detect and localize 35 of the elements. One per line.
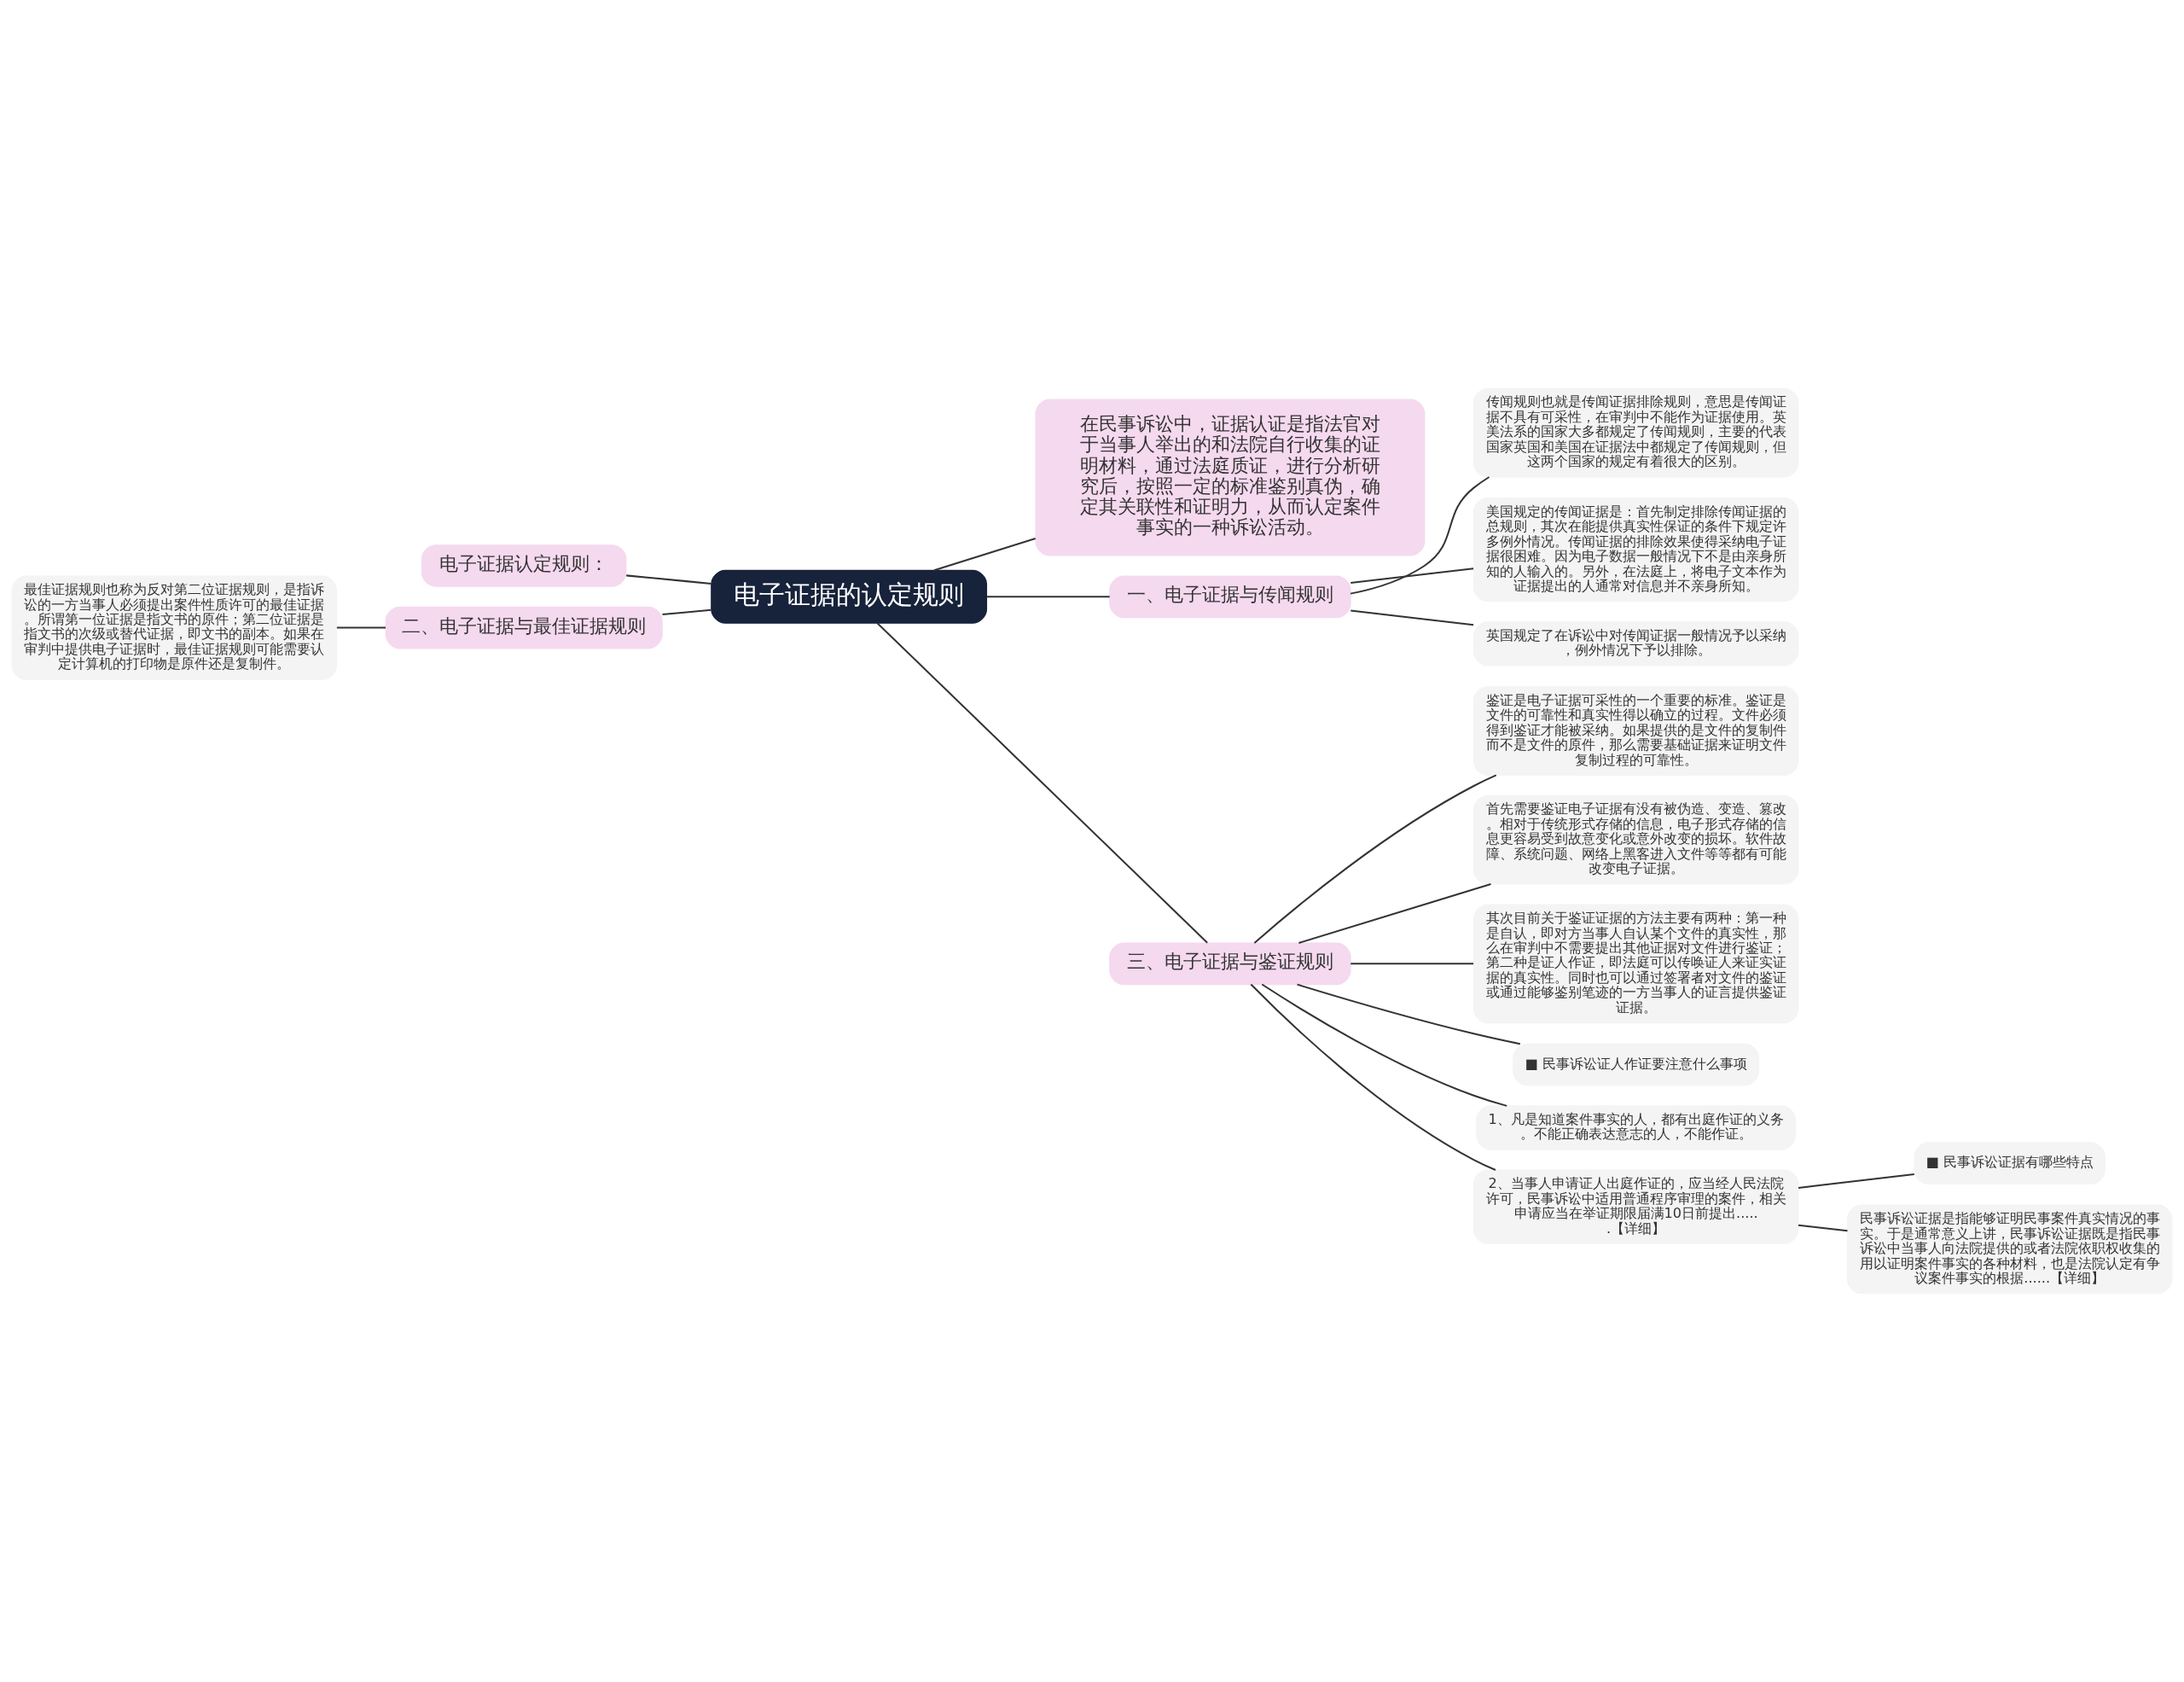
connector xyxy=(1350,609,1474,626)
connector xyxy=(336,626,386,629)
node-box: 首先需要鉴证电子证据有没有被伪造、变造、篡改。相对于传统形式存储的信息，电子形式存储的信息更容易受到故意变化或意外改变的损坏。软件故障、系统问题、网络上黑客进入文件等等都有可能改变电子证据。 xyxy=(1472,794,1799,885)
node-box: 电子证据的认定规则 xyxy=(711,569,988,624)
connector xyxy=(933,537,1036,572)
connector xyxy=(1250,983,1496,1171)
connector xyxy=(1298,883,1491,944)
node-box: 二、电子证据与最佳证据规则 xyxy=(385,606,663,649)
node-box: 英国规定了在诉讼中对传闻证据一般情况予以采纳，例外情况下予以排除。 xyxy=(1472,621,1799,666)
connector xyxy=(662,608,712,616)
node-box: 1、凡是知道案件事实的人，都有出庭作证的义务。不能正确表达意志的人，不能作证。 xyxy=(1476,1105,1797,1150)
node-box: 在民事诉讼中，证据认证是指法官对于当事人举出的和法院自行收集的证明材料，通过法庭质证，进行分析研究后，按照一定的标准鉴别真伪，确定其关联性和证明力，从而认定案件事实的一种诉讼活动。 xyxy=(1035,399,1426,556)
node-box: 三、电子证据与鉴证规则 xyxy=(1109,942,1351,986)
connector xyxy=(1798,1173,1914,1189)
connector xyxy=(1297,983,1521,1045)
node-box: 2、当事人申请证人出庭作证的，应当经人民法院许可，民事诉讼中适用普通程序审理的案件，相关申请应当在举证期限届满10日前提出......【详细】 xyxy=(1472,1169,1799,1244)
node-box: 最佳证据规则也称为反对第二位证据规则，是指诉讼的一方当事人必须提出案件性质许可的最佳证据。所谓第一位证据是指文书的原件；第二位证据是指文书的次级或替代证据，即文书的副本。如果在审判中提供电子证据时，最佳证据规则可能需要认定计算机的打印物是原件还是复制件。 xyxy=(11,575,338,680)
node-box: 民事诉讼证据是指能够证明民事案件真实情况的事实。于是通常意义上讲，民事诉讼证据既是指民事诉讼中当事人向法院提供的或者法院依职权收集的用以证明案件事实的各种材料，也是法院认定有争议案件事实的根据......【详细】 xyxy=(1846,1204,2173,1295)
node-box: 一、电子证据与传闻规则 xyxy=(1109,575,1351,619)
connector xyxy=(1350,567,1474,584)
connector xyxy=(1350,476,1490,595)
node-box: ■ 民事诉讼证人作证要注意什么事项 xyxy=(1513,1043,1760,1086)
node-box: 鉴证是电子证据可采性的一个重要的标准。鉴证是文件的可靠性和真实性得以确立的过程。文件必须得到鉴证才能被采纳。如果提供的是文件的复制件而不是文件的原件，那么需要基础证据来证明文件复制过程的可靠性。 xyxy=(1472,686,1799,776)
connector xyxy=(986,596,1110,598)
node-box: 其次目前关于鉴证证据的方法主要有两种：第一种是自认，即对方当事人自认某个文件的真实性，那么在审判中不需要提出其他证据对文件进行鉴证；第二种是证人作证，即法庭可以传唤证人来证实证据的真实性。同时也可以通过签署者对文件的鉴证或通过能够鉴别笔迹的一方当事人的证言提供鉴证证据。 xyxy=(1472,904,1799,1024)
connector xyxy=(1253,774,1497,944)
connector xyxy=(1261,983,1507,1107)
connector xyxy=(876,622,1208,944)
node-box: 电子证据认定规则： xyxy=(421,544,627,587)
connector xyxy=(1350,963,1474,965)
node-box: ■ 民事诉讼证据有哪些特点 xyxy=(1914,1142,2106,1184)
connector xyxy=(1798,1224,1848,1232)
node-box: 传闻规则也就是传闻证据排除规则，意思是传闻证据不具有可采性，在审判中不能作为证据使用。英美法系的国家大多都规定了传闻规则，主要的代表国家英国和美国在证据法中都规定了传闻规则，但这两个国家的规定有着很大的区别。 xyxy=(1472,387,1799,478)
connector xyxy=(626,574,712,585)
node-box: 美国规定的传闻证据是：首先制定排除传闻证据的总规则，其次在能提供真实性保证的条件下规定许多例外情况。传闻证据的排除效果使得采纳电子证据很困难。因为电子数据一般情况下不是由亲身所知的人输入的。另外，在法庭上，将电子文本作为证据提出的人通常对信息并不亲身所知。 xyxy=(1472,498,1799,602)
